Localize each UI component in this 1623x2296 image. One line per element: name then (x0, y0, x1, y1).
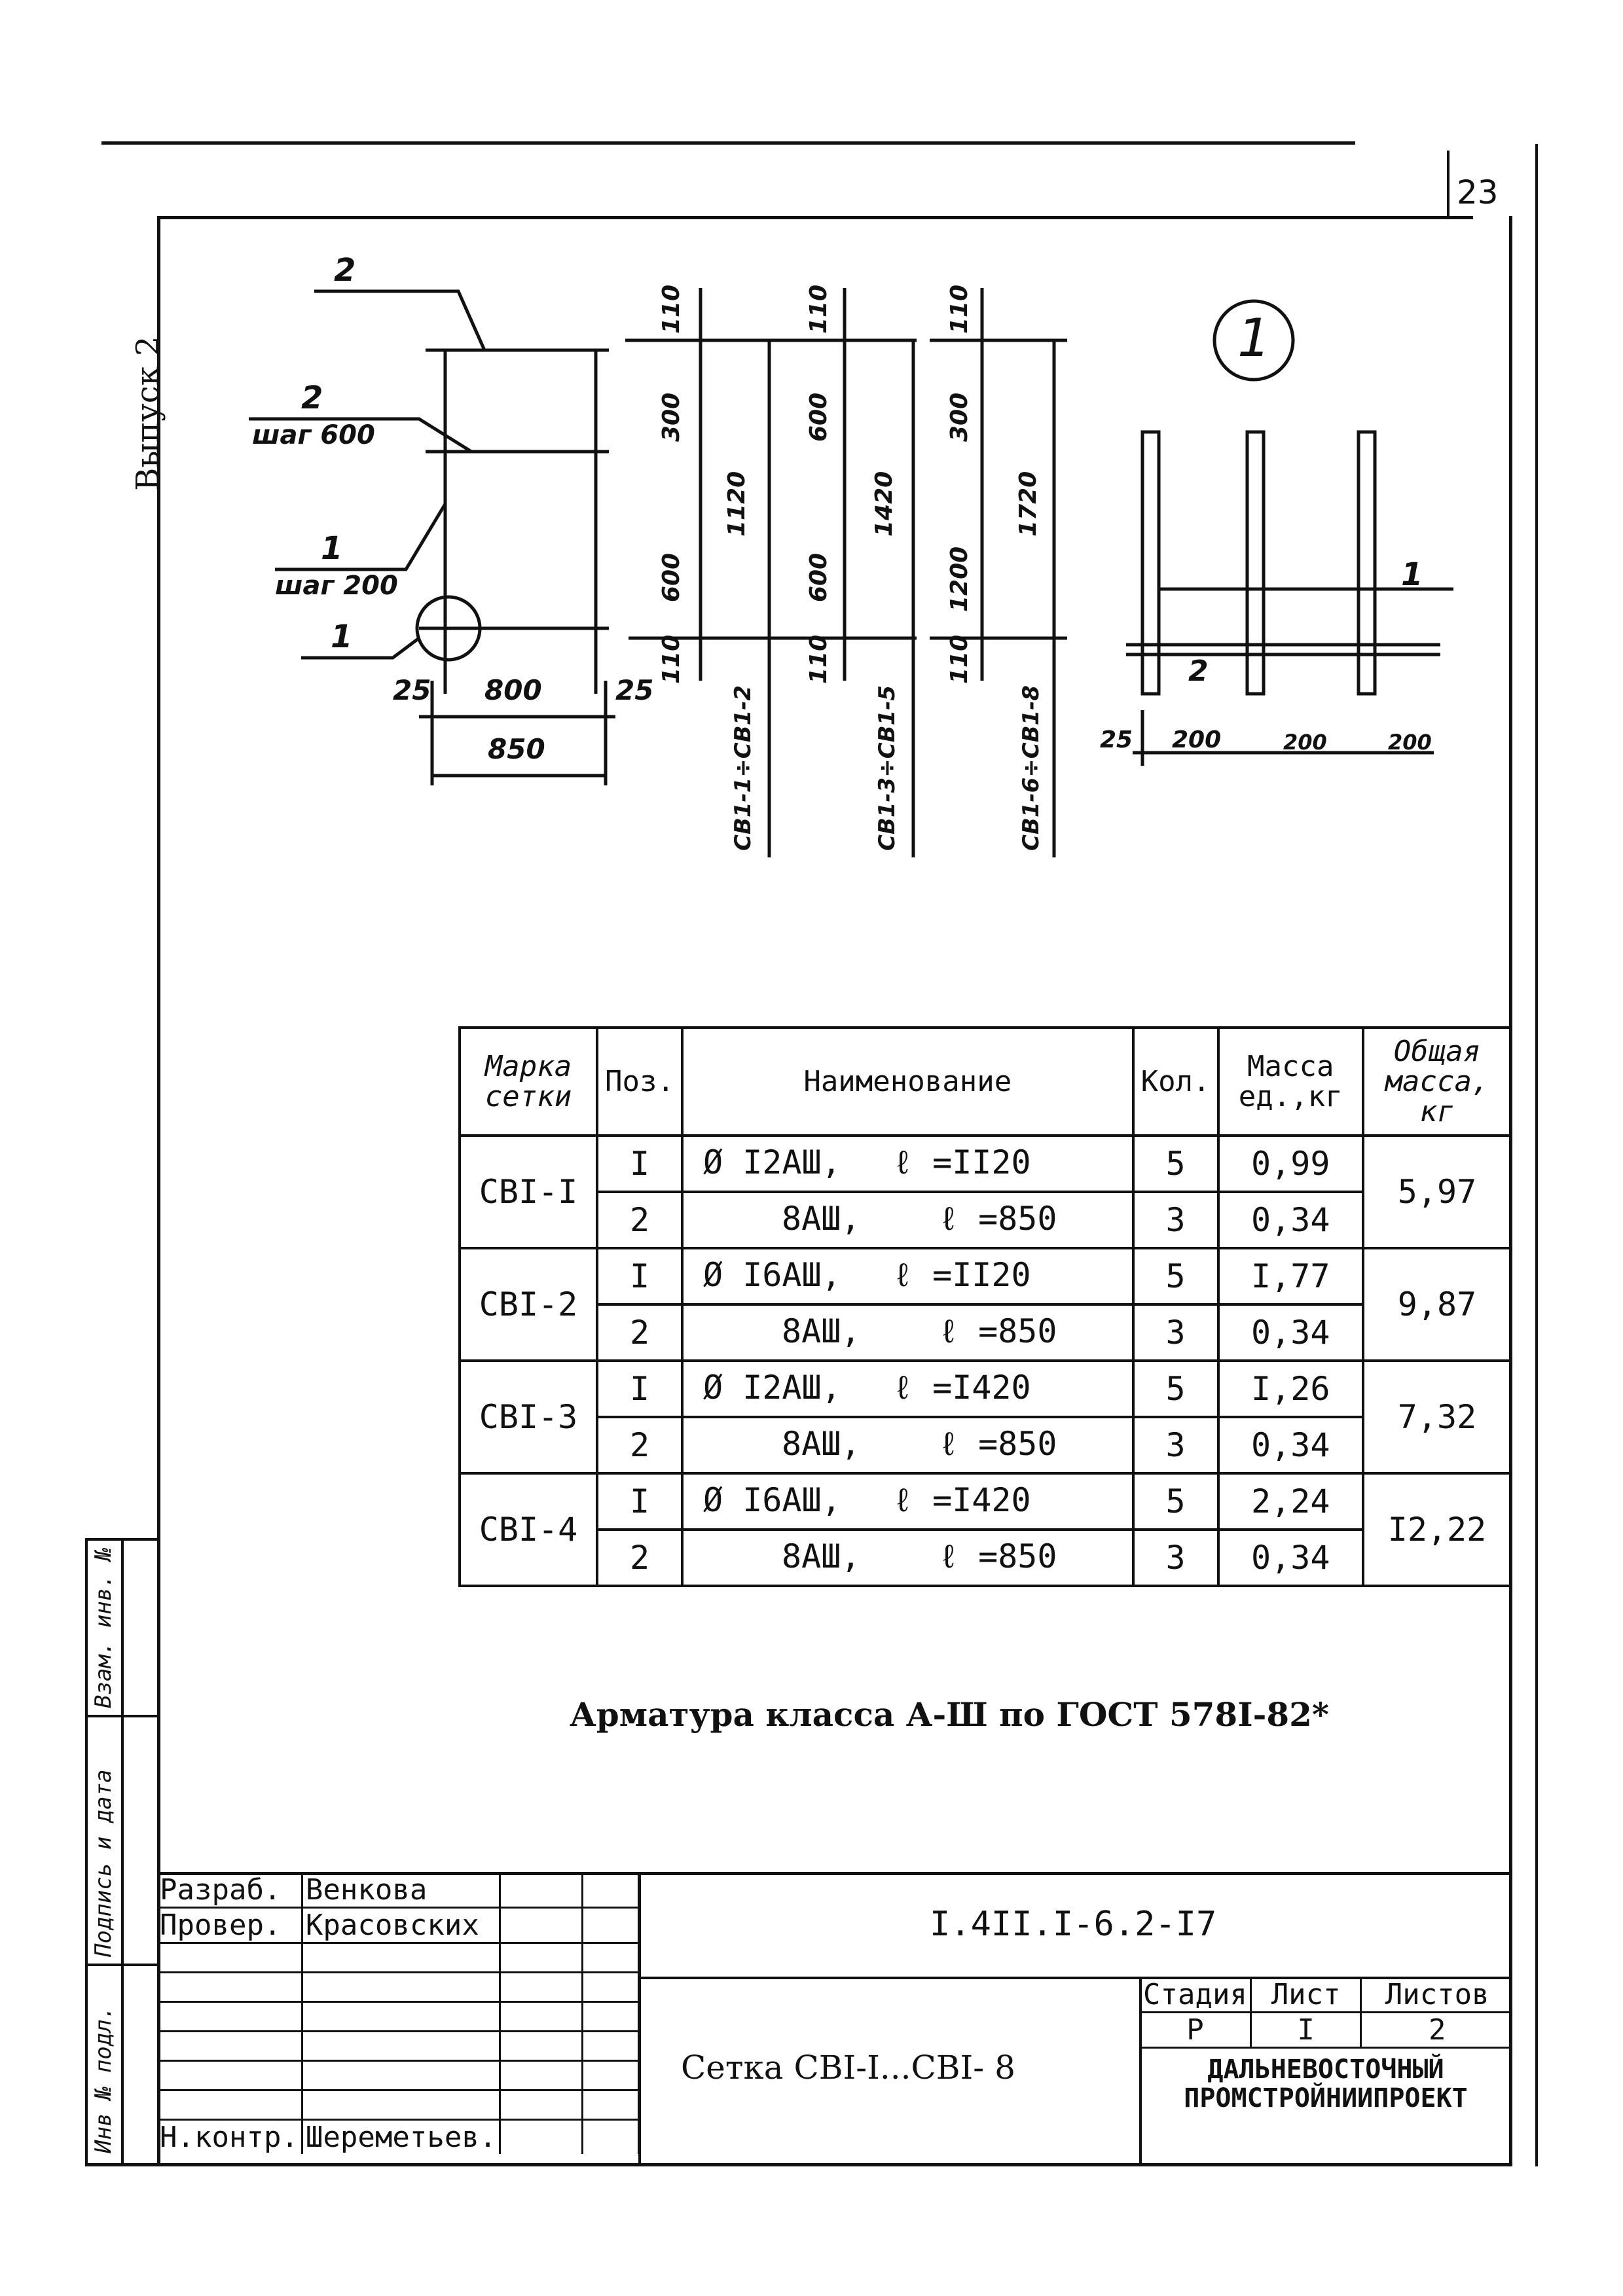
grid2-dim-600b: 600 (805, 552, 832, 602)
role-developed: Разраб. (157, 1873, 303, 1909)
leader-label-step1: шаг 200 (275, 571, 398, 601)
drawing-title: Сетка СВI-I...СВI- 8 (681, 2049, 1015, 2087)
table-row: СВI-4 I Ø I6АШ,ℓ =I420 5 2,24 I2,22 (458, 1472, 1513, 1587)
detail-dim-200b: 200 (1283, 730, 1327, 755)
frame-left (157, 216, 160, 2166)
grid3-dim-1200: 1200 (946, 546, 973, 612)
grid1-dim-300: 300 (658, 392, 685, 442)
grid2-dim-110b: 110 (805, 634, 832, 684)
table-row: 2 8АШ,ℓ =850 3 0,34 (460, 1191, 1511, 1249)
rebar-drawing (249, 288, 1453, 857)
dim-800: 800 (484, 674, 542, 706)
sheet-header: Лист (1249, 1978, 1362, 2013)
detail-pos2: 2 (1188, 655, 1209, 688)
signature-developed (499, 1873, 583, 1909)
col-header-total-mass: Общая масса, кг (1361, 1026, 1513, 1137)
col-header-unit-mass: Масса ед.,кг (1216, 1026, 1364, 1137)
grid2-label: СВ1-3÷СВ1-5 (874, 685, 900, 851)
rebar-spec-table: Марка сетки Поз. Наименование Кол. Масса… (458, 1026, 1513, 1587)
signature-table: Разраб. Венкова Провер. Красовских Н.кон… (157, 1873, 640, 2154)
name-developed: Венкова (301, 1873, 501, 1909)
stage-value: Р (1140, 2011, 1252, 2049)
grid3-total: 1720 (1015, 471, 1042, 537)
leader-label-pos1: 1 (321, 530, 343, 567)
table-row: 2 8АШ,ℓ =850 3 0,34 (460, 1416, 1511, 1475)
stage-table: Стадия Лист Листов Р I 2 (1140, 1978, 1512, 2049)
detail-dim-200a: 200 (1172, 726, 1222, 753)
name-norm-control: Шереметьев. (301, 2119, 501, 2154)
grid1-dim-600: 600 (658, 552, 685, 602)
role-checked: Провер. (157, 1907, 303, 1944)
document-code: I.4II.I-6.2-I7 (930, 1905, 1217, 1944)
grid1-total: 1120 (723, 471, 750, 537)
grid2-dim-600a: 600 (805, 392, 832, 442)
margin-label-replace: Взам. инв. № (90, 1547, 117, 1708)
leader-label-top: 2 (334, 252, 356, 289)
name-checked: Красовских (301, 1907, 501, 1944)
grid3-dim-110a: 110 (946, 284, 973, 334)
table-row: 2 8АШ,ℓ =850 3 0,34 (460, 1303, 1511, 1362)
frame-bottom (85, 2163, 1512, 2166)
grid3-dim-300: 300 (946, 392, 973, 442)
col-header-pos: Поз. (596, 1026, 684, 1137)
leader-label-pos1b: 1 (331, 619, 353, 655)
col-header-qty: Кол. (1131, 1026, 1220, 1137)
dim-25a: 25 (393, 674, 431, 706)
grid3-label: СВ1-6÷СВ1-8 (1018, 685, 1044, 851)
table-row: СВI-2 I Ø I6АШ,ℓ =II20 5 I,77 9,87 (458, 1247, 1513, 1362)
detail-dim-25: 25 (1100, 726, 1133, 753)
detail-dim-200c: 200 (1388, 730, 1432, 755)
dim-850: 850 (488, 733, 545, 765)
role-norm-control: Н.контр. (157, 2119, 303, 2154)
sheets-value: 2 (1360, 2011, 1512, 2049)
grid1-dim-110a: 110 (658, 284, 685, 334)
col-header-mark: Марка сетки (458, 1026, 599, 1137)
detail-pos1: 1 (1401, 556, 1423, 593)
grid2-dim-110a: 110 (805, 284, 832, 334)
organization-name: ДАЛЬНЕВОСТОЧНЫЙ ПРОМСТРОЙНИИПРОЕКТ (1142, 2055, 1509, 2113)
signature-checked (499, 1907, 583, 1944)
margin-label-inv: Инв № подл. (90, 2005, 117, 2153)
grid3-dim-110b: 110 (946, 634, 973, 684)
organization-line-1: ДАЛЬНЕВОСТОЧНЫЙ (1207, 2054, 1444, 2085)
top-rule (101, 141, 1355, 145)
sheets-header: Листов (1360, 1978, 1512, 2013)
table-row: СВI-I I Ø I2АШ,ℓ =II20 5 0,99 5,97 (458, 1134, 1513, 1249)
grid1-dim-110b: 110 (658, 634, 685, 684)
grid2-total: 1420 (871, 471, 898, 537)
table-row: 2 8АШ,ℓ =850 3 0,34 (460, 1528, 1511, 1587)
reinforcement-note: Арматура класса А-Ш по ГОСТ 578I-82* (570, 1695, 1330, 1734)
detail-callout: 1 (1237, 308, 1271, 368)
table-header-row: Марка сетки Поз. Наименование Кол. Масса… (458, 1026, 1513, 1137)
table-row: СВI-3 I Ø I2АШ,ℓ =I420 5 I,26 7,32 (458, 1359, 1513, 1475)
col-header-name: Наименование (680, 1026, 1135, 1137)
sheet-value: I (1249, 2011, 1362, 2049)
frame-right-outer (1535, 144, 1538, 2166)
frame-top (157, 216, 1473, 219)
stage-header: Стадия (1140, 1978, 1252, 2013)
leader-label-step2: шаг 600 (252, 420, 375, 450)
leader-label-pos2: 2 (301, 380, 323, 416)
organization-line-2: ПРОМСТРОЙНИИПРОЕКТ (1184, 2083, 1468, 2113)
page-number: 23 (1457, 173, 1499, 211)
grid1-label: СВ1-1÷СВ1-2 (730, 685, 756, 851)
margin-label-sign: Подпись и дата (90, 1769, 117, 1957)
dim-25b: 25 (615, 674, 654, 706)
